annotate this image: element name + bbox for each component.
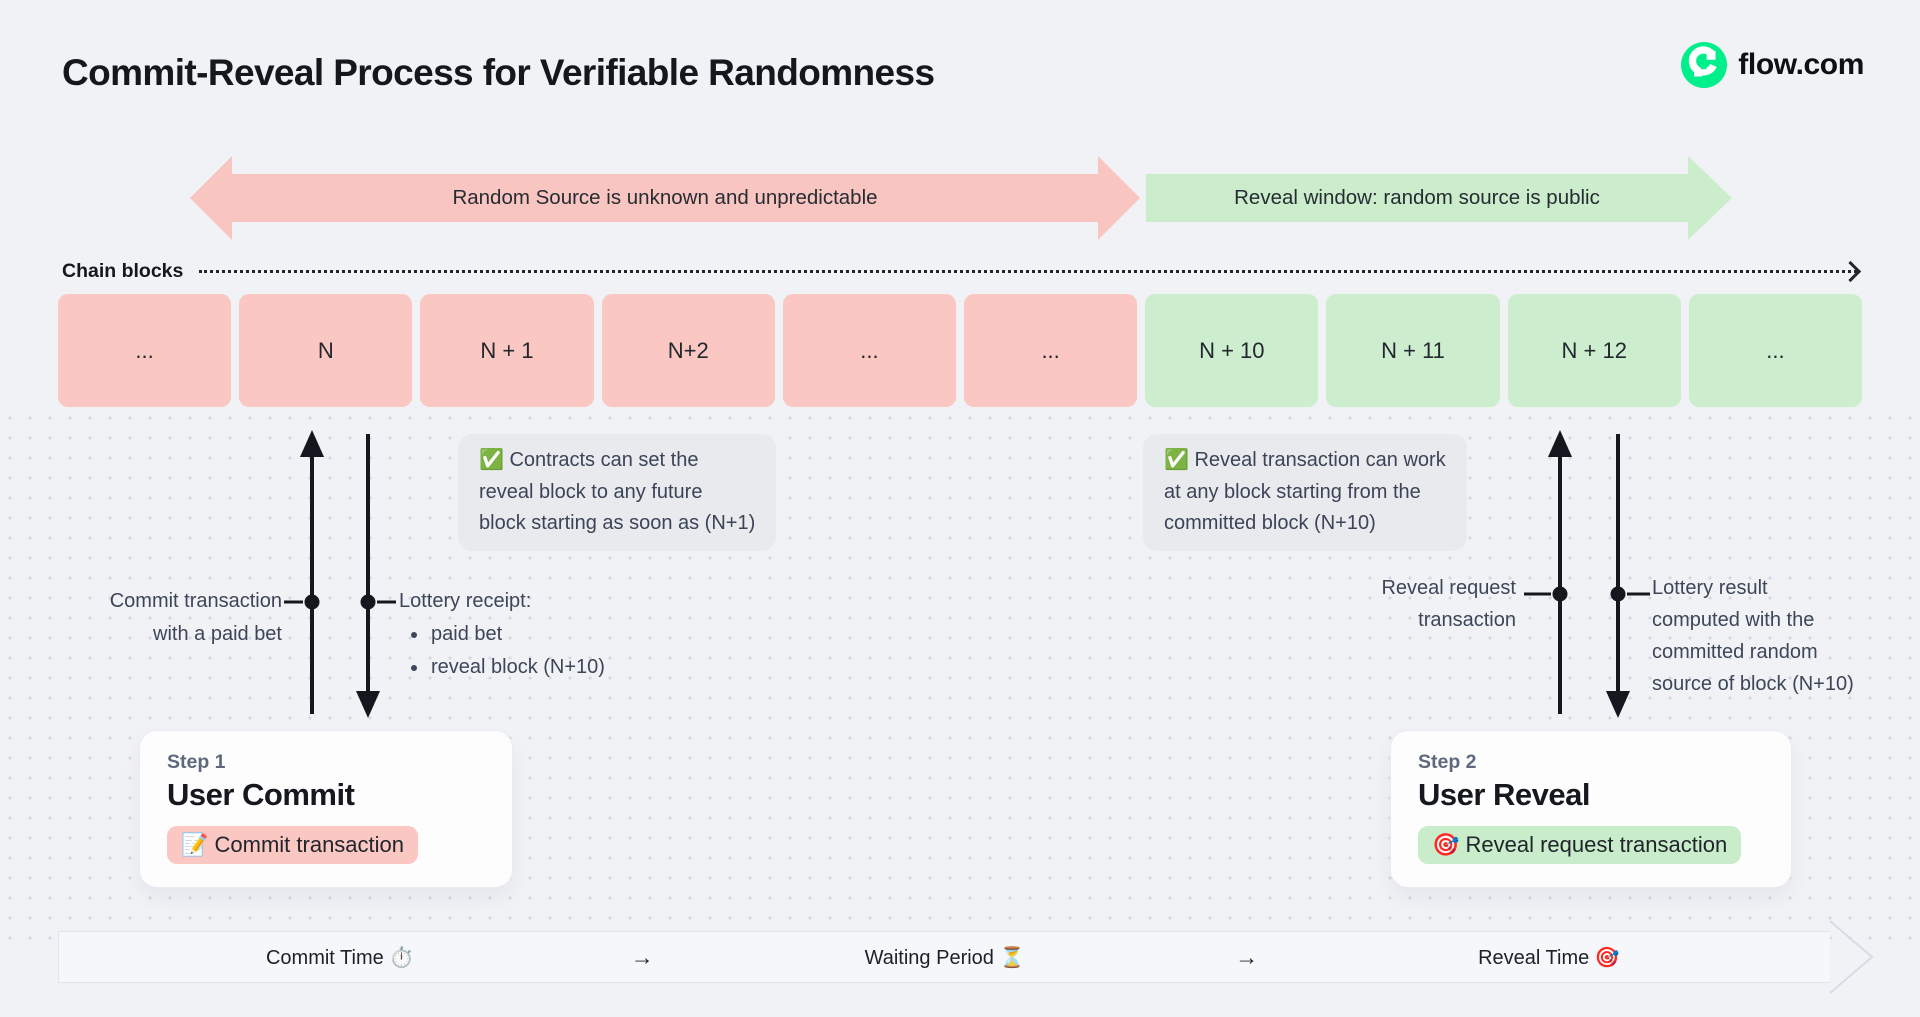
annotation-line: source of block (N+10) [1652, 673, 1854, 695]
commit-phase-label: Random Source is unknown and unpredictab… [452, 186, 878, 209]
chain-dotted-line [199, 270, 1857, 273]
step-title: User Reveal [1418, 777, 1591, 812]
annotation-line: transaction [1418, 609, 1516, 631]
commit-phase-arrow: Random Source is unknown and unpredictab… [190, 156, 1140, 240]
chain-block: N+2 [601, 294, 775, 407]
chain-block: ... [782, 294, 957, 407]
page-title: Commit-Reveal Process for Verifiable Ran… [62, 52, 935, 93]
chain-block-label: ... [1766, 337, 1785, 363]
annotation-line: computed with the [1652, 609, 1815, 631]
chain-block-label: ... [135, 337, 154, 363]
lottery-receipt-annotation: Lottery receipt: paid bet reveal block (… [399, 585, 605, 684]
timeline-waiting-period: Waiting Period ⏳ [864, 946, 1025, 969]
note-line: ✅ Contracts can set the [479, 449, 699, 471]
note-line: at any block starting from the [1164, 480, 1421, 503]
arrow-right-icon: → [1235, 943, 1259, 970]
reveal-phase-label: Reveal window: random source is public [1234, 186, 1600, 209]
reveal-request-badge: 🎯 Reveal request transaction [1418, 826, 1742, 864]
step-2-card: Step 2 User Reveal 🎯 Reveal request tran… [1390, 730, 1792, 888]
timeline-reveal-time: Reveal Time 🎯 [1478, 946, 1620, 969]
chain-block: ... [964, 294, 1138, 407]
chain-block: ... [58, 294, 232, 407]
chain-block-label: N + 11 [1381, 337, 1445, 363]
reveal-phase-arrow: Reveal window: random source is public [1146, 156, 1732, 240]
timeline-commit-time: Commit Time ⏱️ [265, 946, 415, 969]
step-label: Step 2 [1418, 751, 1477, 773]
chain-block-label: ... [860, 337, 879, 363]
chain-block-label: N [317, 337, 334, 363]
arrow-right-icon: → [630, 943, 654, 970]
chain-block-label: N + 12 [1561, 337, 1627, 363]
lottery-result-annotation: Lottery result computed with the committ… [1652, 572, 1854, 700]
chain-block-label: ... [1041, 337, 1060, 363]
step-1-card: Step 1 User Commit 📝 Commit transaction [139, 730, 513, 888]
chain-blocks-row: ... N N + 1 N+2 ... ... N + 10 N + 11 N … [58, 294, 1863, 407]
annotation-title: Lottery receipt: [399, 590, 532, 612]
note-reveal-window: ✅ Reveal transaction can work at any blo… [1143, 434, 1467, 551]
chain-block: N + 11 [1326, 294, 1500, 407]
timeline-bar: Commit Time ⏱️ → Waiting Period ⏳ → Reve… [58, 931, 1830, 983]
commit-transaction-annotation: Commit transaction with a paid bet [40, 585, 282, 651]
brand: flow.com [1681, 42, 1864, 88]
note-line: ✅ Reveal transaction can work [1164, 449, 1446, 471]
chain-block: N + 12 [1507, 294, 1681, 407]
note-line: block starting as soon as (N+1) [479, 512, 756, 534]
lottery-receipt-list: paid bet reveal block (N+10) [399, 618, 605, 684]
note-line: committed block (N+10) [1164, 512, 1376, 534]
commit-transaction-badge: 📝 Commit transaction [167, 826, 419, 864]
note-line: reveal block to any future [479, 480, 703, 503]
flow-logo-icon [1681, 42, 1728, 88]
chain-block: N + 10 [1145, 294, 1319, 407]
annotation-line: Commit transaction [109, 590, 282, 612]
reveal-request-annotation: Reveal request transaction [1316, 572, 1516, 636]
step-title: User Commit [167, 777, 355, 812]
chain-blocks-axis: Chain blocks [62, 260, 1862, 283]
brand-name: flow.com [1738, 48, 1864, 81]
chain-block-label: N + 10 [1199, 337, 1265, 363]
annotation-line: Reveal request [1381, 577, 1516, 599]
note-commit-window: ✅ Contracts can set the reveal block to … [458, 434, 777, 551]
chain-block: ... [1688, 294, 1863, 407]
chain-block: N + 1 [420, 294, 594, 407]
chain-block-label: N + 1 [480, 337, 534, 363]
chain-blocks-label: Chain blocks [62, 260, 184, 282]
annotation-line: with a paid bet [153, 623, 282, 645]
list-item: reveal block (N+10) [429, 651, 605, 684]
annotation-line: committed random [1652, 641, 1818, 663]
chain-block-label: N+2 [667, 337, 709, 363]
chain-arrowhead-icon [1839, 260, 1862, 283]
step-label: Step 1 [167, 751, 226, 773]
list-item: paid bet [429, 618, 605, 651]
chain-block: N [239, 294, 413, 407]
annotation-line: Lottery result [1652, 577, 1768, 599]
